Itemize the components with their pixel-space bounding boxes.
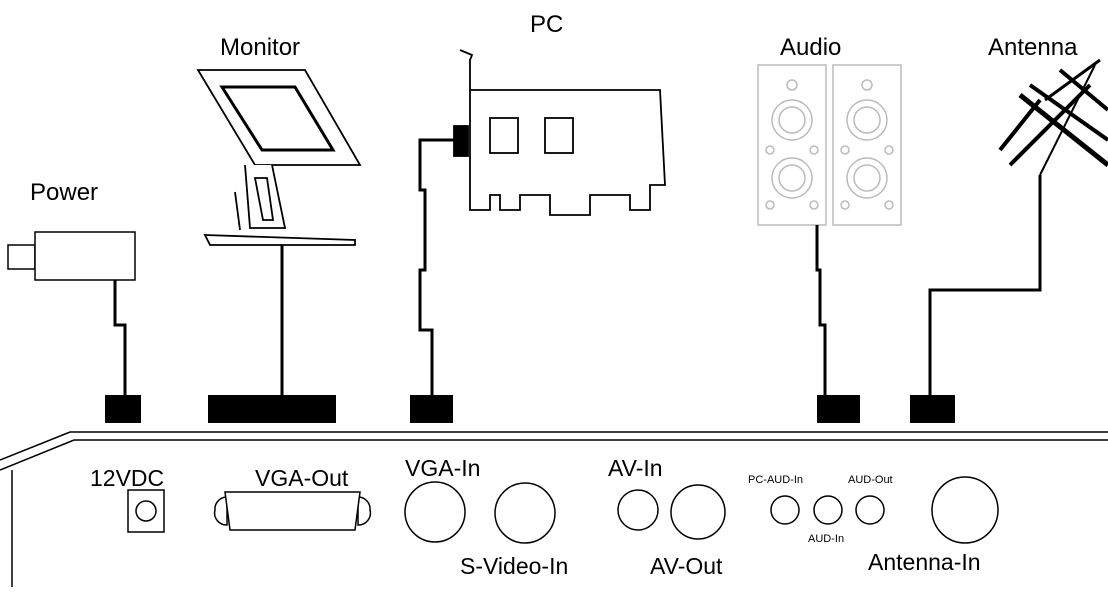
label-vga-out: VGA-Out bbox=[255, 465, 349, 491]
monitor-label: Monitor bbox=[220, 34, 300, 61]
power-cable bbox=[113, 280, 127, 395]
monitor-connector bbox=[208, 395, 336, 423]
label-12vdc: 12VDC bbox=[90, 465, 164, 491]
label-s-video-in: S-Video-In bbox=[460, 553, 568, 579]
pc-cable bbox=[418, 138, 455, 395]
connector-plugs bbox=[105, 395, 955, 423]
cables bbox=[113, 138, 1042, 395]
dc-jack-port bbox=[127, 489, 165, 533]
label-antenna-in: Antenna-In bbox=[868, 549, 981, 575]
av-out-port bbox=[670, 484, 726, 540]
label-aud-out: AUD-Out bbox=[848, 474, 893, 486]
aud-in-port bbox=[813, 495, 843, 525]
antenna-label: Antenna bbox=[988, 34, 1078, 61]
s-video-in-port bbox=[494, 482, 556, 544]
audio-connector bbox=[817, 395, 860, 423]
antenna-connector bbox=[910, 395, 955, 423]
audio-cable bbox=[815, 225, 827, 395]
label-av-in: AV-In bbox=[608, 455, 663, 481]
antenna-icon bbox=[998, 58, 1108, 176]
audio-label: Audio bbox=[780, 34, 841, 61]
label-vga-in: VGA-In bbox=[405, 455, 480, 481]
label-pc-aud-in: PC-AUD-In bbox=[748, 474, 803, 486]
av-in-port bbox=[617, 489, 659, 531]
pc-card-icon bbox=[453, 49, 666, 216]
antenna-cable bbox=[928, 175, 1042, 395]
monitor-icon bbox=[196, 69, 362, 246]
back-panel bbox=[0, 431, 1108, 587]
pc-connector bbox=[410, 395, 453, 423]
power-label: Power bbox=[30, 179, 98, 206]
vga-in-port bbox=[404, 481, 466, 543]
round-ports bbox=[404, 476, 999, 544]
antenna-in-port bbox=[931, 476, 999, 544]
power-connector bbox=[105, 395, 141, 423]
power-plug-icon bbox=[7, 231, 136, 281]
vga-out-port bbox=[213, 491, 372, 531]
pc-aud-in-port bbox=[770, 495, 800, 525]
pc-label: PC bbox=[530, 11, 563, 38]
speaker-left-icon bbox=[757, 64, 827, 226]
aud-out-port bbox=[855, 495, 885, 525]
label-av-out: AV-Out bbox=[650, 553, 723, 579]
label-aud-in: AUD-In bbox=[808, 533, 844, 545]
speaker-right-icon bbox=[832, 64, 902, 226]
